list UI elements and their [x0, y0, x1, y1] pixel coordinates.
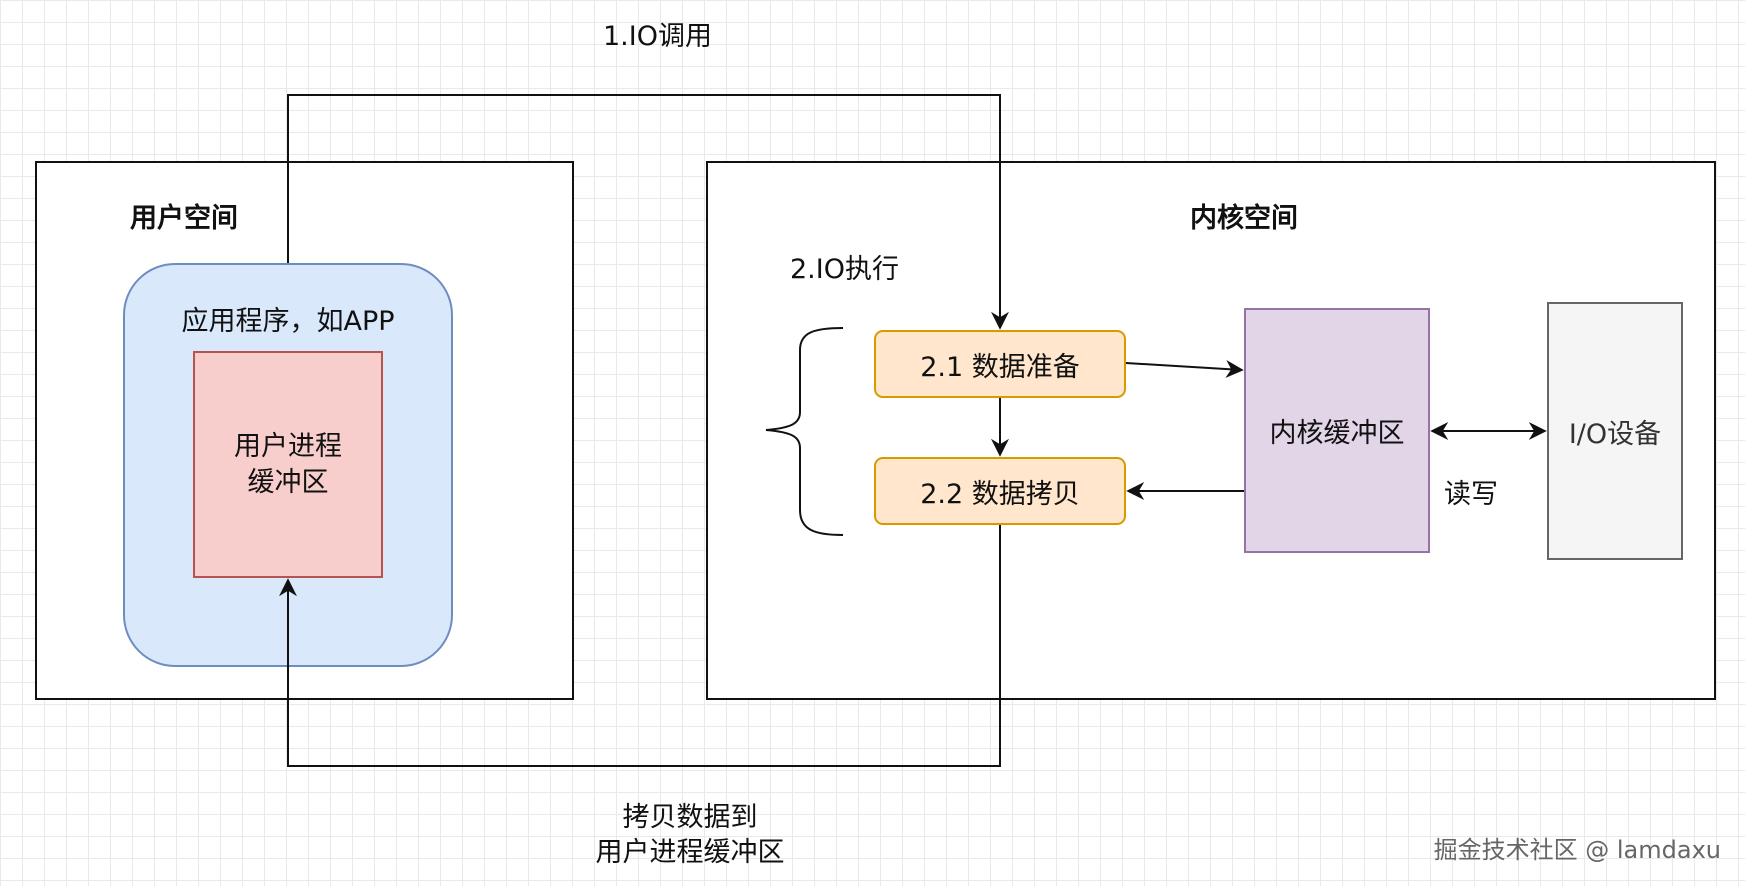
data-prepare-label: 2.1 数据准备 [920, 351, 1080, 383]
application-label: 应用程序，如APP [181, 306, 395, 337]
kernel-buffer: 内核缓冲区 [1244, 308, 1430, 553]
io-execute-label: 2.IO执行 [790, 254, 899, 285]
io-device: I/O设备 [1547, 302, 1683, 560]
kernel-buffer-label: 内核缓冲区 [1269, 418, 1405, 449]
kernel-space-title: 内核空间 [1190, 203, 1298, 234]
watermark: 掘金技术社区 @ lamdaxu [1433, 836, 1721, 864]
user-space-title: 用户空间 [130, 203, 238, 234]
read-write-label: 读写 [1444, 479, 1498, 510]
data-prepare-step: 2.1 数据准备 [874, 330, 1126, 398]
user-process-buffer-label: 用户进程 缓冲区 [234, 430, 342, 498]
user-process-buffer: 用户进程 缓冲区 [193, 351, 383, 578]
io-call-label: 1.IO调用 [603, 21, 712, 52]
io-device-label: I/O设备 [1568, 418, 1662, 450]
data-copy-label: 2.2 数据拷贝 [920, 478, 1080, 510]
data-copy-step: 2.2 数据拷贝 [874, 457, 1126, 525]
copy-to-user-label: 拷贝数据到 用户进程缓冲区 [595, 802, 785, 868]
